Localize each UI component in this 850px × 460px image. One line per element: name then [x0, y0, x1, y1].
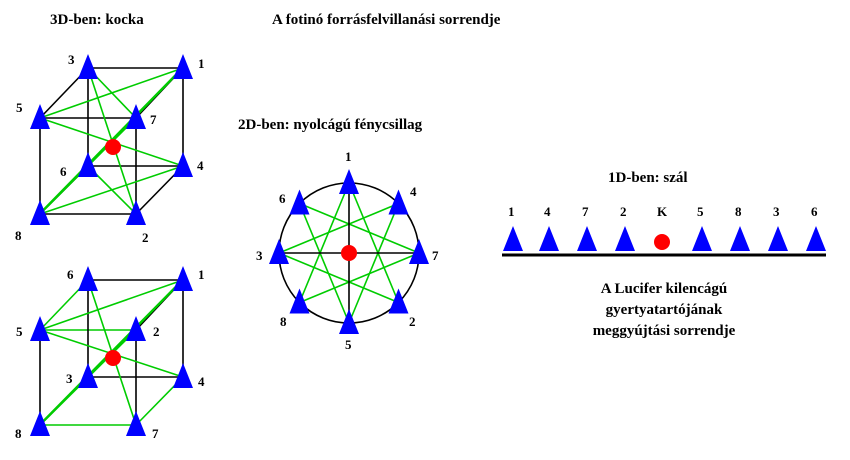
candle-marker-2	[615, 226, 635, 251]
vertex-marker-v6	[289, 189, 310, 215]
cube-top-diagram	[30, 54, 193, 225]
star-edge	[278, 202, 399, 254]
line-label-2: 2	[620, 204, 627, 219]
vertex-marker-v6	[78, 266, 98, 291]
line-label-k: K	[657, 204, 668, 219]
vertex-label-v1: 1	[198, 56, 205, 71]
diagonal-edge	[39, 165, 184, 215]
vertex-marker-v6	[78, 152, 98, 177]
vertex-label-v6: 6	[67, 267, 74, 282]
line-diagram	[502, 226, 826, 257]
line-label-7: 7	[582, 204, 589, 219]
vertex-label-v6: 6	[60, 164, 67, 179]
vertex-label-v4: 4	[198, 374, 205, 389]
main-title: A fotinó forrásfelvillanási sorrendje	[272, 12, 501, 28]
candle-marker-4	[539, 226, 559, 251]
vertex-marker-v2	[388, 288, 409, 314]
cube-bottom-diagram	[30, 266, 193, 436]
line-label-3: 3	[773, 204, 780, 219]
vertex-label-v4: 4	[197, 158, 204, 173]
vertex-marker-v4	[173, 363, 193, 388]
center-dot	[654, 234, 670, 250]
vertex-label-v7: 7	[432, 248, 439, 263]
vertex-label-v2: 2	[153, 324, 160, 339]
lucifer-caption-line-1: A Lucifer kilencágú	[600, 281, 728, 297]
candle-marker-8	[730, 226, 750, 251]
vertex-label-v6: 6	[279, 191, 286, 206]
vertex-marker-v8	[289, 288, 310, 314]
candle-marker-7	[577, 226, 597, 251]
vertex-marker-v4	[173, 152, 193, 177]
vertex-label-v1: 1	[198, 267, 205, 282]
vertex-label-v8: 8	[15, 426, 22, 441]
vertex-label-v3: 3	[66, 371, 73, 386]
vertex-label-v7: 7	[152, 426, 159, 441]
lucifer-caption-line-3: meggyújtási sorrendje	[592, 323, 736, 339]
vertex-label-v3: 3	[256, 248, 263, 263]
vertex-marker-v1	[173, 54, 193, 79]
vertex-label-v8: 8	[15, 228, 22, 243]
diagonal-edge	[39, 279, 184, 331]
line-label-8: 8	[735, 204, 742, 219]
vertex-label-v2: 2	[142, 230, 149, 245]
lucifer-caption-line-2: gyertyatartójának	[605, 302, 723, 318]
vertex-marker-v1	[339, 169, 359, 194]
star-edge	[348, 203, 400, 324]
star-edge	[299, 252, 420, 304]
vertex-marker-v5	[30, 316, 50, 341]
vertex-marker-v7	[126, 411, 146, 436]
star-edge	[348, 182, 400, 303]
vertex-label-v7: 7	[150, 112, 157, 127]
star-section-title: 2D-ben: nyolcágú fénycsillag	[238, 117, 423, 133]
vertex-marker-v3	[78, 54, 98, 79]
cube-section-title: 3D-ben: kocka	[50, 12, 144, 28]
line-label-5: 5	[697, 204, 704, 219]
vertex-marker-v2	[126, 316, 146, 341]
candle-marker-5	[692, 226, 712, 251]
vertex-marker-v7	[126, 104, 146, 129]
vertex-marker-v4	[388, 189, 409, 215]
vertex-marker-v7	[409, 239, 429, 264]
center-dot	[105, 350, 121, 366]
vertex-marker-v1	[173, 266, 193, 291]
vertex-label-v1: 1	[345, 149, 352, 164]
star-edge	[298, 203, 350, 324]
vertex-label-v4: 4	[410, 184, 417, 199]
line-section-title: 1D-ben: szál	[608, 170, 688, 186]
star-edge	[278, 252, 399, 304]
vertex-label-v5: 5	[16, 324, 23, 339]
vertex-marker-v3	[78, 363, 98, 388]
candle-marker-3	[768, 226, 788, 251]
center-dot	[341, 245, 357, 261]
line-label-1: 1	[508, 204, 515, 219]
line-label-6: 6	[811, 204, 818, 219]
candle-marker-1	[503, 226, 523, 251]
lucifer-caption: A Lucifer kilencágú gyertyatartójának me…	[555, 279, 773, 342]
vertex-label-v5: 5	[16, 100, 23, 115]
vertex-label-v2: 2	[409, 314, 416, 329]
candle-marker-6	[806, 226, 826, 251]
vertex-marker-v2	[126, 200, 146, 225]
vertex-label-v8: 8	[280, 314, 287, 329]
vertex-marker-v5	[339, 309, 359, 334]
vertex-marker-v5	[30, 104, 50, 129]
vertex-marker-v8	[30, 200, 50, 225]
vertex-marker-v3	[269, 239, 289, 264]
octagram-diagram	[269, 169, 429, 334]
line-label-4: 4	[544, 204, 551, 219]
star-edge	[299, 202, 420, 254]
center-dot	[105, 139, 121, 155]
vertex-label-v3: 3	[68, 52, 75, 67]
vertex-marker-v8	[30, 411, 50, 436]
star-edge	[298, 182, 350, 303]
vertex-label-v5: 5	[345, 337, 352, 352]
